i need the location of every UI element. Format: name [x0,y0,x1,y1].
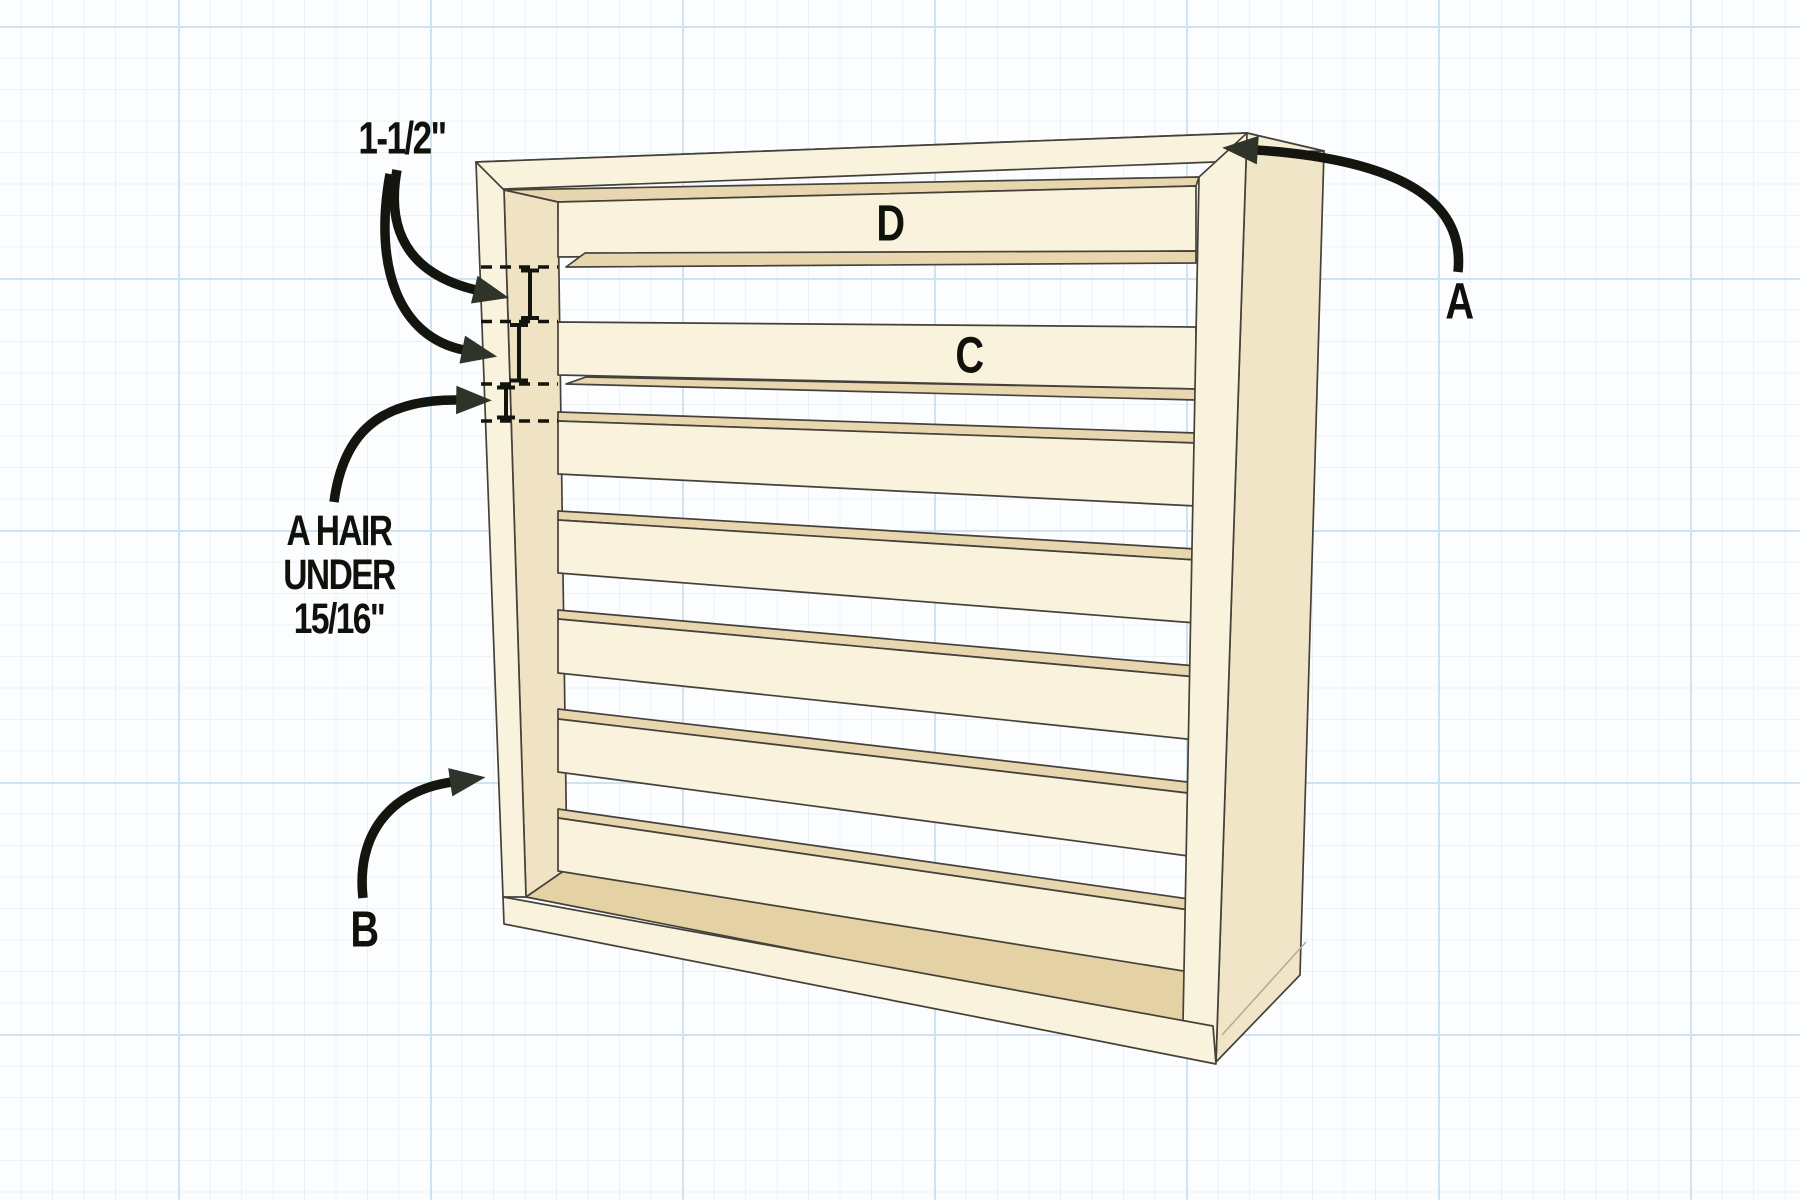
side-panel-seam-line [1221,941,1307,1036]
leader-arrow-dim-top-2 [380,173,498,364]
dimension-tick-3 [497,385,515,420]
dimension-note-line-2: UNDER [283,551,396,599]
leader-arrow-dim-top-1 [389,169,509,304]
crate-bottom-rail-front [502,896,1217,1065]
slat-d-underside [565,250,1197,268]
part-label-c: C [955,326,984,384]
dimension-tick-2 [510,323,528,383]
crate-body [475,132,1325,1065]
leader-arrow-part-b [357,768,486,899]
leader-arrow-dim-note [329,385,492,503]
dimension-annotations [329,135,1464,899]
dimension-note-a-hair-under: A HAIR UNDER 15/16" [283,507,396,643]
dimension-label-1-1-2: 1-1/2" [358,112,447,164]
part-label-a: A [1445,272,1474,330]
part-label-b: B [350,900,379,958]
part-label-d: D [876,194,905,252]
dimension-note-line-3: 15/16" [293,595,386,643]
dimension-note-line-1: A HAIR [286,507,393,555]
dimension-tick-1 [521,268,539,320]
leader-arrow-part-a [1222,135,1464,273]
